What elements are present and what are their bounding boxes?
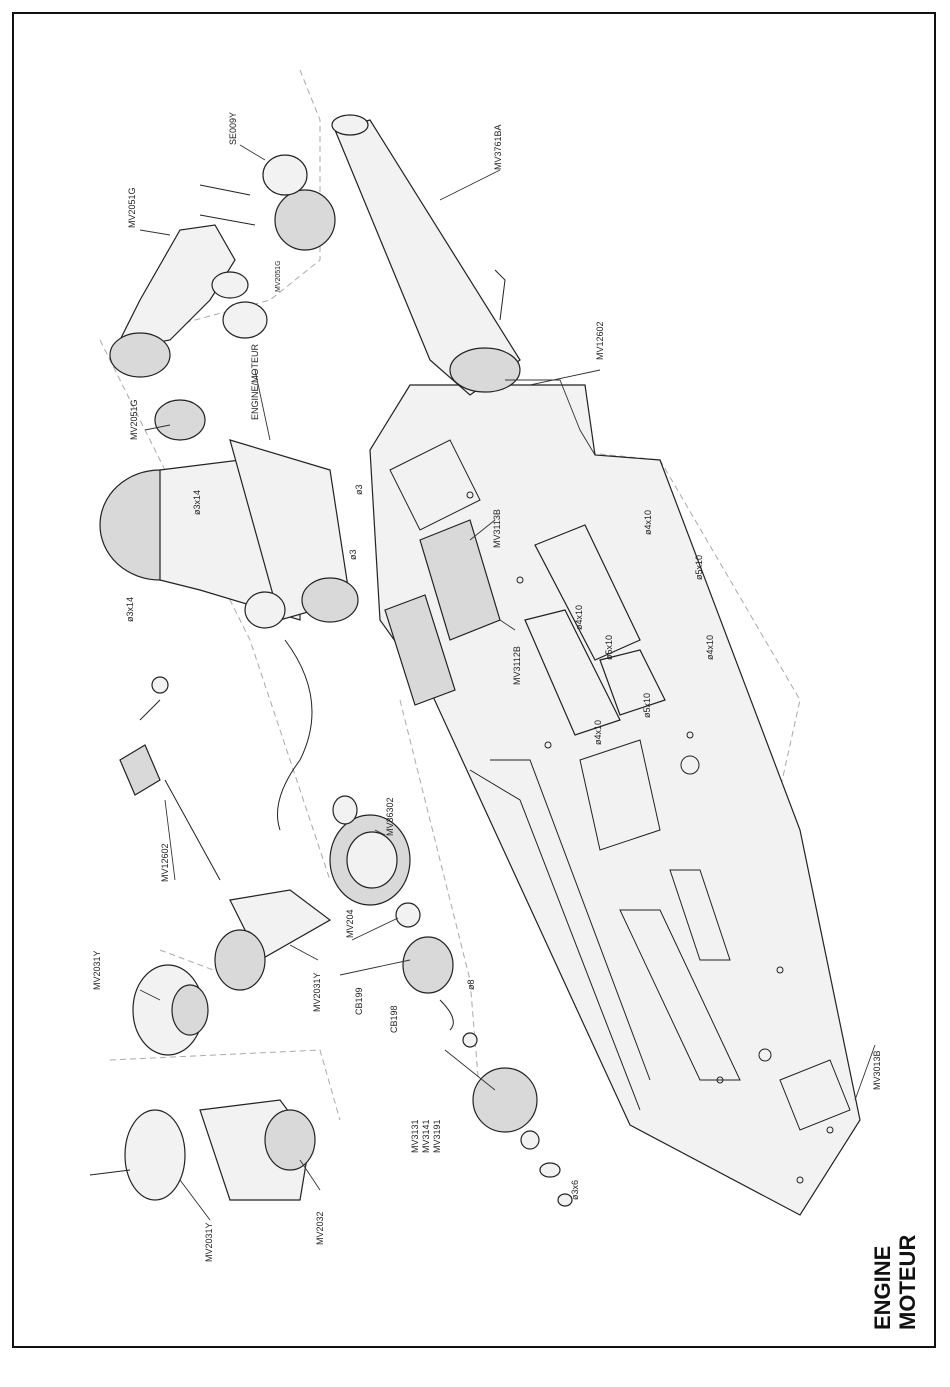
label-mv3141: MV3141 [421, 1119, 431, 1153]
label-o4x10-b: ø4x10 [705, 635, 715, 660]
label-o5x10-a: ø5x10 [694, 555, 704, 580]
title-engine: ENGINE [870, 1246, 895, 1330]
page-title: ENGINE MOTEUR [870, 1235, 920, 1330]
label-mv2032: MV2032 [315, 1211, 325, 1245]
label-mv2051g-left: MV2051G [129, 399, 139, 440]
label-mv12602-top: MV12602 [595, 321, 605, 360]
label-o5x10-b: ø5x10 [604, 635, 614, 660]
label-mv3112b: MV3112B [512, 646, 522, 685]
label-mv36302: MV36302 [385, 797, 395, 836]
label-mv3761ba: MV3761BA [493, 124, 503, 170]
label-mv2031y-mid: MV2031Y [312, 972, 322, 1012]
clutch-parts [396, 903, 572, 1206]
spur-gear [330, 796, 410, 905]
label-o3x14-b: ø3x14 [125, 597, 135, 622]
label-engine-moteur: ENGINE/MOTEUR [250, 343, 260, 420]
chassis-plate [370, 385, 860, 1215]
label-mv3191: MV3191 [432, 1119, 442, 1153]
label-cb198: CB198 [389, 1005, 399, 1033]
label-o3-a: ø3 [354, 484, 364, 495]
label-o3-b: ø3 [348, 549, 358, 560]
label-o4x10-a: ø4x10 [643, 510, 653, 535]
label-o4x10-c: ø4x10 [574, 605, 584, 630]
title-moteur: MOTEUR [895, 1235, 920, 1330]
label-cb199: CB199 [354, 987, 364, 1015]
label-mv2031y-left: MV2031Y [92, 950, 102, 990]
label-o5x10-c: ø5x10 [642, 693, 652, 718]
label-mv2031y-bottom: MV2031Y [204, 1222, 214, 1262]
label-mv3113b: MV3113B [492, 509, 502, 548]
label-o4x10-d: ø4x10 [593, 720, 603, 745]
label-mv3013b: MV3013B [872, 1050, 882, 1090]
label-se009y: SE009Y [228, 112, 238, 145]
throttle-linkage [120, 677, 220, 880]
label-mv12602-left: MV12602 [160, 843, 170, 882]
label-mv3131: MV3131 [410, 1119, 420, 1153]
label-mv2051g-small: MV2051G [275, 260, 282, 292]
label-o8: ø8 [466, 979, 476, 990]
label-mv2051g-top: MV2051G [127, 187, 137, 228]
label-mv204: MV204 [345, 909, 355, 938]
label-o3x14-a: ø3x14 [192, 490, 202, 515]
air-filter-parts [90, 890, 330, 1200]
label-o3x6: ø3x6 [570, 1180, 580, 1200]
